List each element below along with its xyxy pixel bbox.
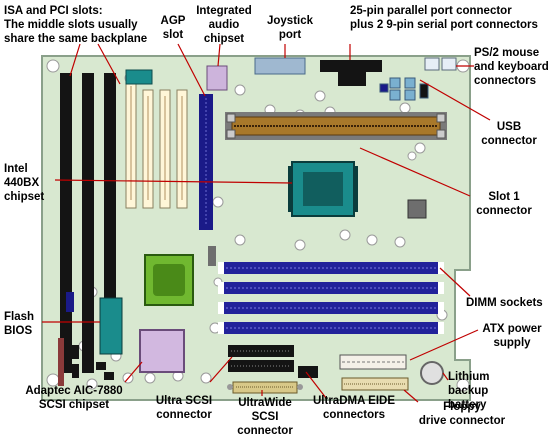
isa-slots	[60, 73, 116, 373]
jumper-strip	[58, 338, 64, 386]
label-floppy-connector: Floppy drive connector	[418, 401, 506, 427]
lithium-battery	[420, 361, 444, 385]
label-isa-pci-slots: ISA and PCI slots: The middle slots usua…	[4, 5, 148, 45]
small-chip	[208, 246, 216, 266]
audio-chip	[206, 65, 228, 91]
label-usb-connector: USB connector	[481, 121, 537, 147]
label-ultrawide-scsi: UltraWide SCSI connector	[237, 397, 293, 437]
io-chip	[125, 69, 153, 85]
label-lithium-battery: Lithium backup battery	[448, 371, 490, 411]
ultra-scsi-connector	[228, 345, 294, 357]
label-ps2-connectors: PS/2 mouse and keyboard connectors	[474, 47, 549, 87]
label-atx-power: ATX power supply	[482, 323, 542, 349]
adaptec-chip	[139, 329, 185, 373]
label-slot1-connector: Slot 1 connector	[476, 191, 532, 217]
usb-parts	[379, 77, 429, 101]
parallel-serial-connector	[320, 60, 382, 86]
label-intel-440bx: Intel 440BX chipset	[4, 163, 45, 203]
label-joystick-port: Joystick port	[266, 15, 314, 41]
floppy-connector	[341, 377, 409, 391]
agp-slot	[199, 94, 213, 230]
dimm-sockets	[218, 262, 444, 334]
leader-lines	[42, 43, 491, 403]
label-audio-chipset: Integrated audio chipset	[196, 5, 252, 45]
label-ultra-scsi: Ultra SCSI connector	[155, 395, 213, 421]
eide-connectors	[228, 360, 318, 378]
green-chip	[144, 254, 194, 306]
label-dimm-sockets: DIMM sockets	[466, 297, 543, 309]
label-eide-connectors: UltraDMA EIDE connectors	[313, 395, 395, 421]
teal-chip	[99, 297, 123, 355]
joystick-port	[254, 57, 306, 75]
label-adaptec-chipset: Adaptec AIC-7880 SCSI chipset	[25, 385, 123, 411]
atx-power-connector	[339, 354, 407, 370]
ps2-connectors	[424, 57, 457, 71]
grey-chip	[407, 199, 427, 219]
label-flash-bios: Flash BIOS	[4, 311, 35, 337]
ultrawide-scsi-connector	[227, 381, 303, 394]
intel-440bx-chip	[288, 161, 358, 217]
label-parallel-serial: 25-pin parallel port connector plus 2 9-…	[350, 5, 538, 31]
motherboard	[41, 55, 471, 401]
slot1-connector	[225, 112, 447, 140]
small-components	[72, 345, 114, 380]
flash-bios-chip	[66, 292, 74, 312]
label-agp-slot: AGP slot	[160, 15, 186, 41]
